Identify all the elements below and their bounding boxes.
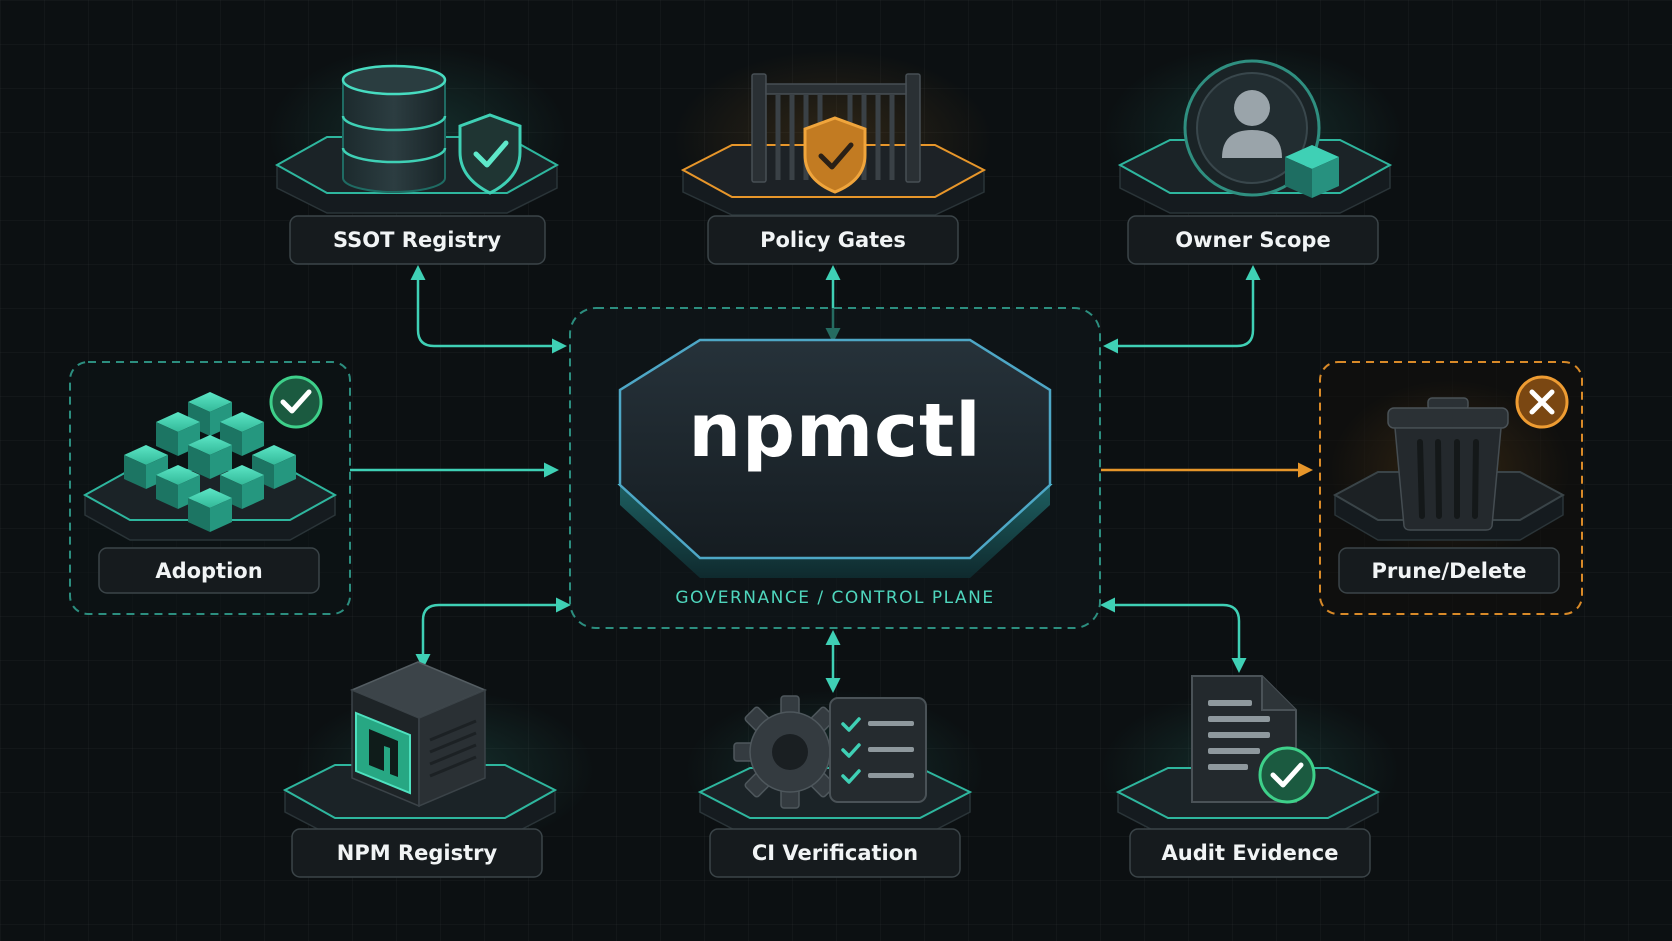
checklist-icon [829, 697, 927, 803]
core-platform-top [618, 338, 1052, 560]
cube-stack-icon [124, 392, 296, 532]
node-prune-delete[interactable]: Prune/Delete [1319, 361, 1583, 615]
policy-label-box [707, 215, 959, 265]
connector-ssot [410, 265, 567, 354]
adoption-label: Adoption [155, 559, 262, 583]
cross-badge-icon [1515, 375, 1569, 429]
npm-label-box [291, 828, 543, 878]
connector-audit [1100, 597, 1247, 673]
node-ci-verification[interactable]: CI Verification [685, 690, 985, 878]
ci-label-box [709, 828, 961, 878]
npm-label: NPM Registry [337, 841, 498, 865]
owner-label-box [1127, 215, 1379, 265]
prune-label: Prune/Delete [1372, 559, 1527, 583]
gate-icon [751, 73, 921, 183]
user-avatar-icon [1183, 59, 1321, 197]
check-badge-icon [1258, 746, 1316, 804]
connector-owner [1103, 265, 1261, 354]
shield-check-icon [803, 116, 867, 194]
node-policy-gates[interactable]: Policy Gates [673, 50, 993, 265]
prune-label-box [1338, 547, 1560, 594]
core-platform-side [620, 485, 1050, 578]
core-title: npmctl [688, 388, 981, 474]
core-control-plane: npmctl GOVERNANCE / CONTROL PLANE [569, 307, 1101, 629]
check-badge-icon [269, 375, 323, 429]
policy-label: Policy Gates [760, 228, 906, 252]
node-ssot-registry[interactable]: SSOT Registry [268, 45, 568, 265]
owner-label: Owner Scope [1175, 228, 1330, 252]
shield-check-icon [458, 113, 522, 195]
node-adoption[interactable]: Adoption [69, 361, 351, 615]
node-owner-scope[interactable]: Owner Scope [1103, 45, 1403, 265]
node-npm-registry[interactable]: NPM Registry [282, 661, 595, 878]
audit-label-box [1129, 828, 1371, 878]
connector-npm [415, 597, 571, 669]
connectors [350, 265, 1313, 693]
ssot-label: SSOT Registry [333, 228, 501, 252]
npm-box-icon [350, 661, 487, 808]
core-subtitle: GOVERNANCE / CONTROL PLANE [675, 588, 994, 608]
ci-label: CI Verification [752, 841, 918, 865]
adoption-label-box [98, 547, 320, 594]
cube-icon [1285, 145, 1339, 198]
trash-icon [1387, 397, 1509, 531]
ssot-label-box [289, 215, 546, 265]
database-icon [341, 64, 447, 193]
audit-label: Audit Evidence [1162, 841, 1339, 865]
node-audit-evidence[interactable]: Audit Evidence [1100, 675, 1400, 878]
